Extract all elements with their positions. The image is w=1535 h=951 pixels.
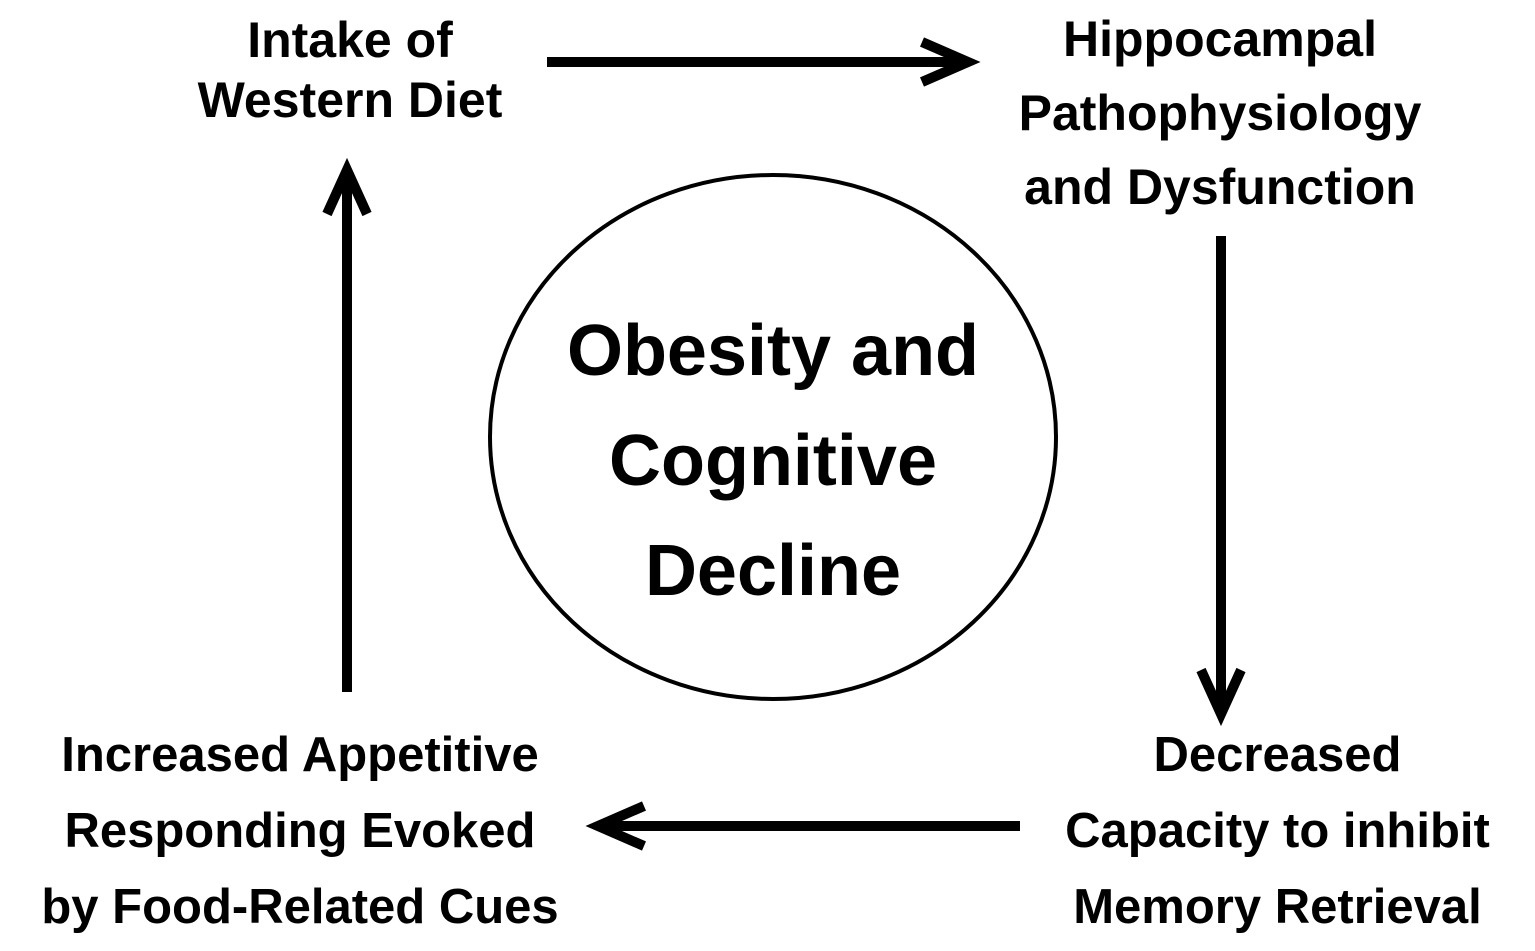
node-line: Memory Retrieval [1073, 879, 1482, 934]
node-line: Hippocampal [1063, 11, 1377, 67]
arrow-top-left-to-top-right [547, 37, 981, 87]
center-line: Obesity and [566, 311, 980, 391]
center-circle [488, 173, 1058, 701]
node-line: Pathophysiology [1018, 85, 1422, 141]
center-label: Obesity and Cognitive Decline [488, 296, 1058, 626]
node-line: by Food-Related Cues [41, 879, 559, 934]
node-intake-western-diet: Intake of Western Diet [150, 10, 550, 130]
node-line: Capacity to inhibit [1065, 803, 1490, 858]
node-line: Intake of [247, 12, 453, 68]
node-increased-appetitive-responding: Increased Appetitive Responding Evoked b… [0, 718, 600, 946]
node-hippocampal-dysfunction: Hippocampal Pathophysiology and Dysfunct… [960, 2, 1480, 224]
arrow-top-right-to-bottom-right [1196, 236, 1246, 727]
node-line: Increased Appetitive [61, 728, 539, 782]
arrow-bottom-right-to-bottom-left [585, 801, 1020, 851]
node-line: Responding Evoked [64, 803, 536, 858]
center-line: Decline [644, 531, 902, 612]
node-line: Decreased [1153, 728, 1402, 782]
node-line: Western Diet [197, 72, 503, 128]
node-line: and Dysfunction [1024, 159, 1416, 215]
center-line: Cognitive [608, 421, 937, 502]
node-decreased-capacity: Decreased Capacity to inhibit Memory Ret… [1020, 718, 1535, 946]
arrow-bottom-left-to-top-left [322, 157, 372, 692]
